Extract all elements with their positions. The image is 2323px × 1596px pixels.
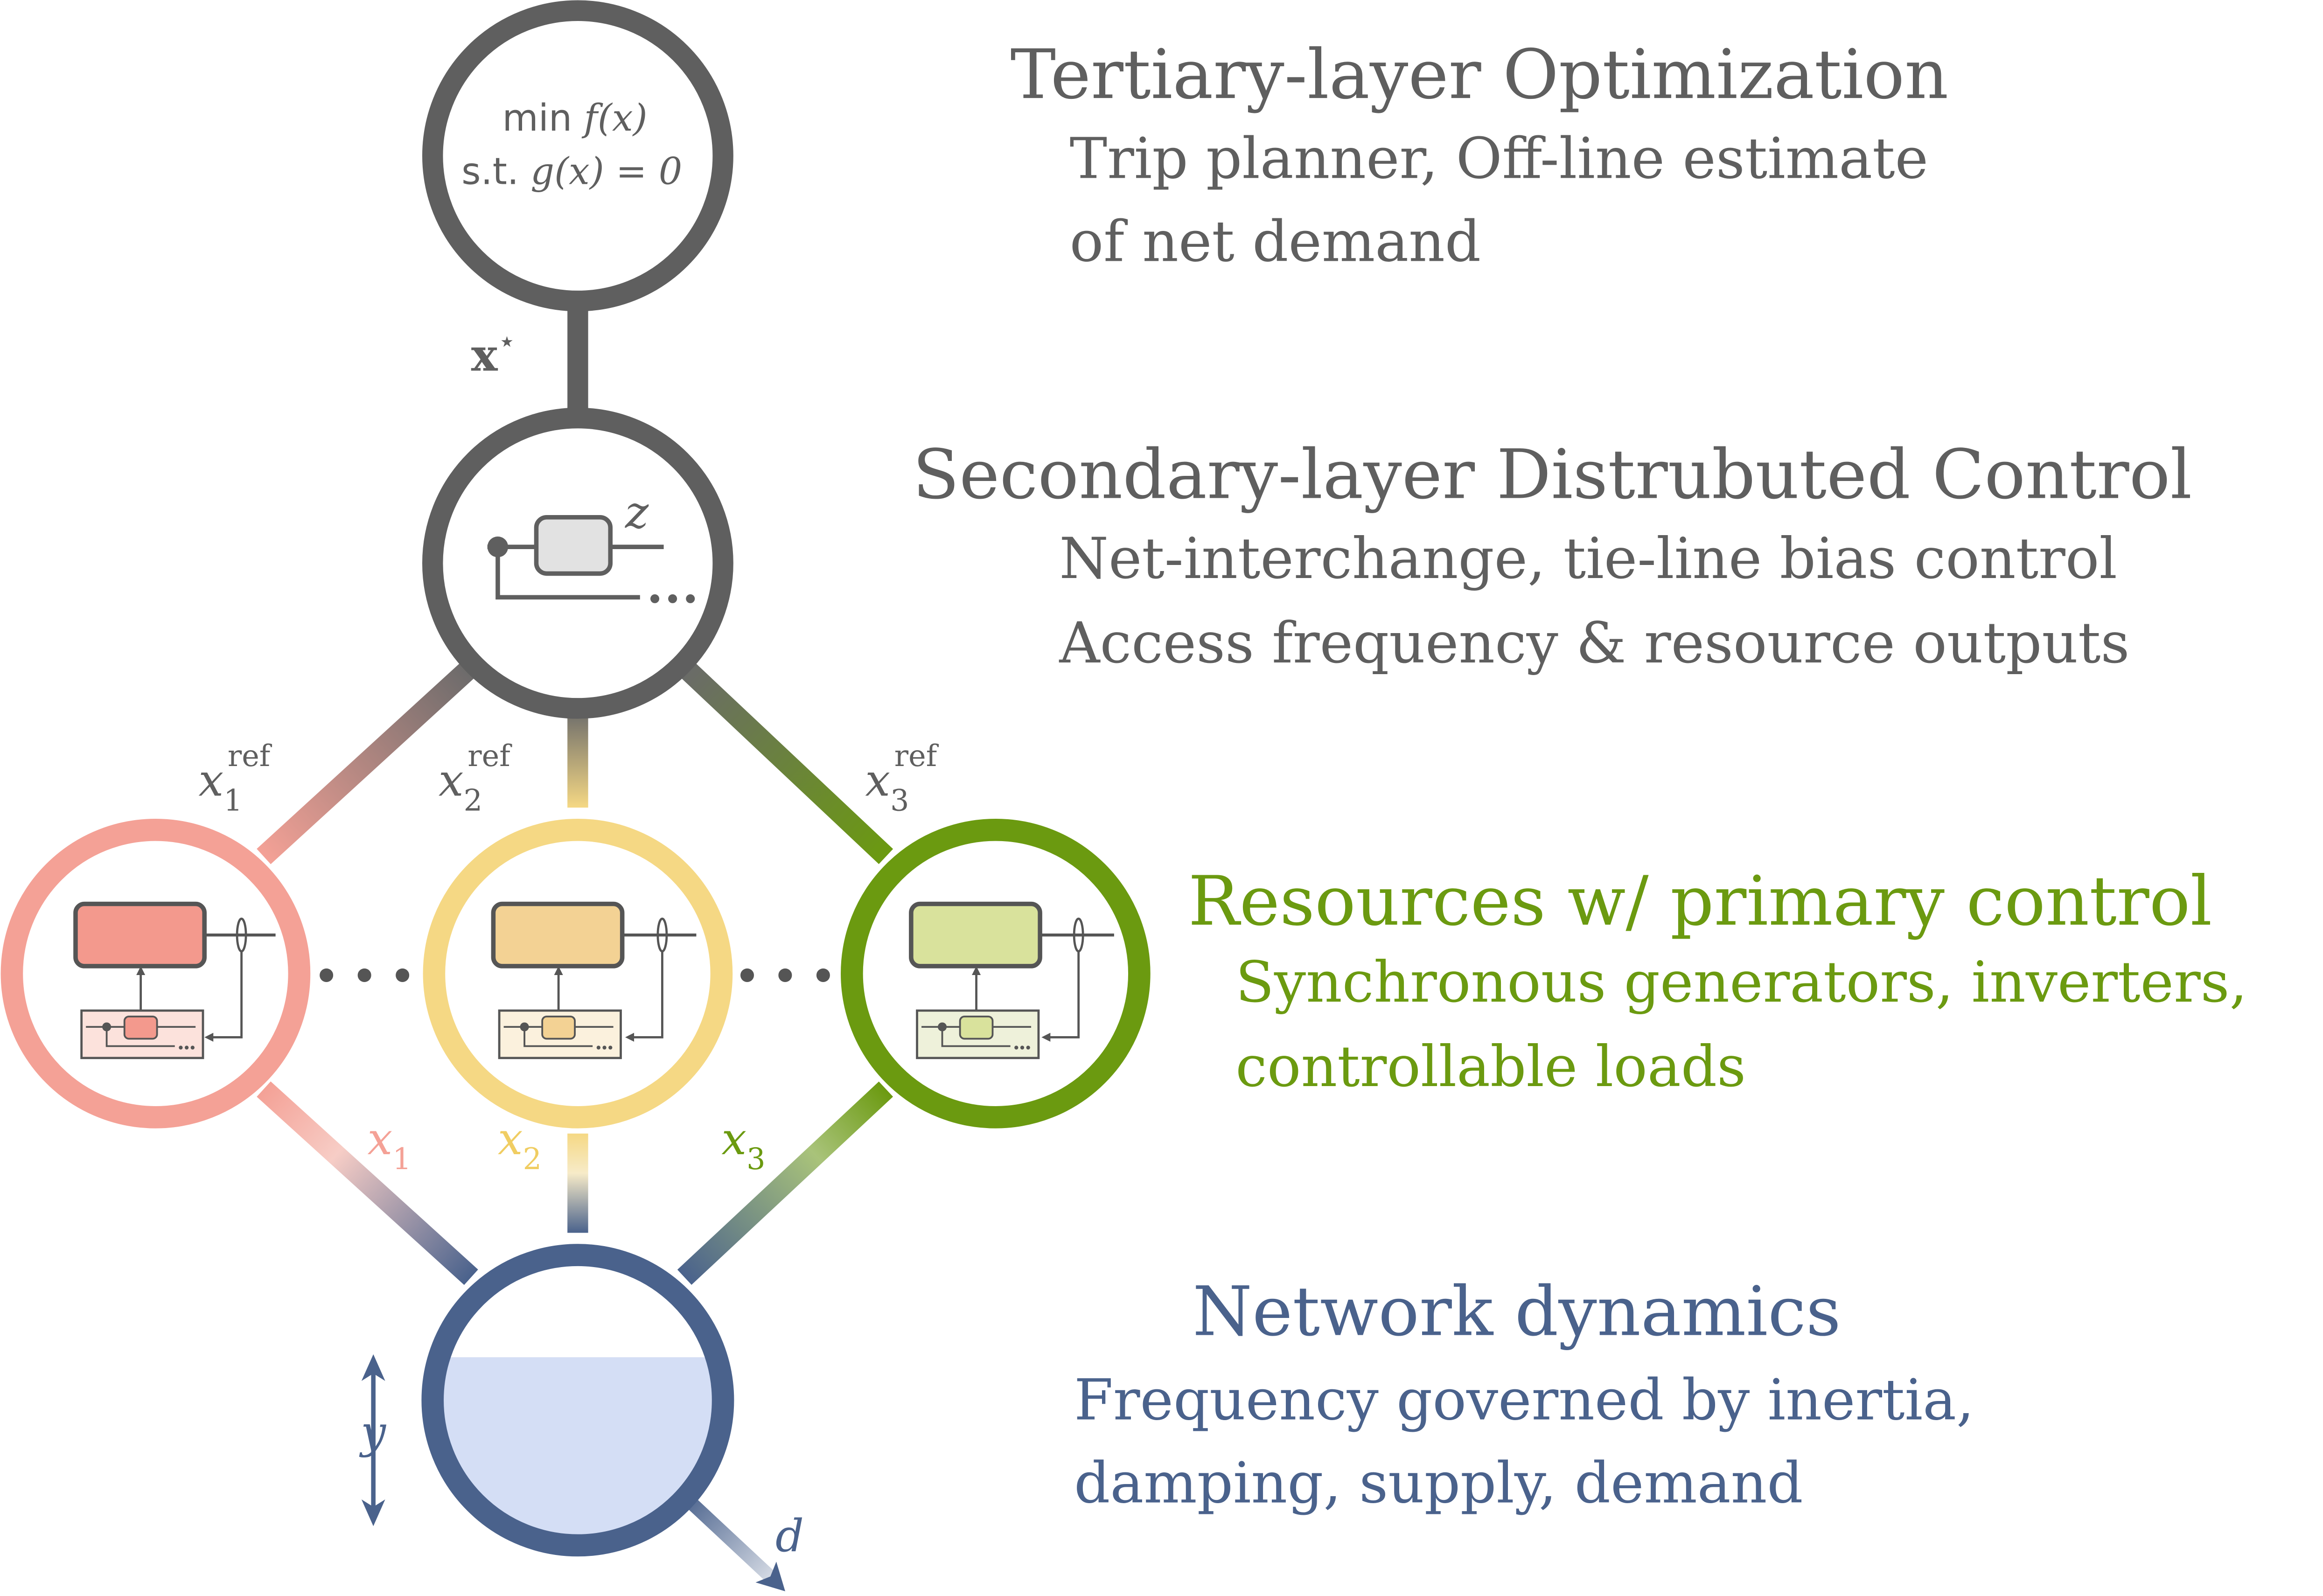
- network-description: Network dynamics Frequency governed by i…: [1074, 1272, 1974, 1516]
- network-line-2: damping, supply, demand: [1074, 1450, 1803, 1516]
- state-z-label: z: [625, 487, 649, 538]
- x2-label: x2: [498, 1114, 542, 1176]
- network-title: Network dynamics: [1193, 1272, 1841, 1352]
- tertiary-line-1: Trip planner, Off-line estimate: [1070, 126, 1928, 192]
- d-label: d: [775, 1511, 804, 1562]
- d-arrow: [680, 1491, 785, 1591]
- x2-ref-label: x2ref: [439, 739, 512, 817]
- secondary-node: z: [422, 407, 733, 719]
- objective-function: f(x): [581, 96, 647, 139]
- edge-secondary-resource3: [677, 659, 893, 864]
- edge-secondary-resource1: [257, 659, 478, 864]
- x1-label: x1: [367, 1114, 411, 1176]
- network-line-1: Frequency governed by inertia,: [1074, 1368, 1974, 1433]
- svg-text:min f(x): min f(x): [502, 96, 648, 139]
- constraint-function: g(x) = 0: [530, 149, 682, 193]
- secondary-line-2: Access frequency & resource outputs: [1059, 611, 2129, 676]
- y-arrow: [361, 1354, 385, 1526]
- resource-node-1: [0, 818, 311, 1129]
- tertiary-title: Tertiary-layer Optimization: [1011, 35, 1949, 114]
- secondary-title: Secondary-layer Distrubuted Control: [913, 435, 2192, 514]
- primary-description: Resources w/ primary control Synchronous…: [1188, 862, 2247, 1100]
- tertiary-description: Tertiary-layer Optimization Trip planner…: [1011, 35, 1949, 274]
- resource-node-2: [423, 818, 733, 1129]
- network-node: [421, 1244, 734, 1557]
- edge-resource3-network: [677, 1081, 893, 1285]
- y-label: y: [359, 1407, 386, 1458]
- tertiary-node: min f(x) s.t. g(x) = 0: [422, 0, 733, 312]
- ellipsis-left: • • •: [314, 955, 415, 999]
- resource-node-3: [841, 818, 1151, 1129]
- ellipsis-right: • • •: [735, 955, 836, 999]
- primary-line-2: controllable loads: [1235, 1034, 1746, 1100]
- svg-text:s.t. g(x) = 0: s.t. g(x) = 0: [461, 149, 682, 193]
- x1-ref-label: x1ref: [199, 739, 272, 817]
- subject-to-label: s.t.: [461, 149, 530, 193]
- tertiary-line-2: of net demand: [1070, 209, 1481, 274]
- x-star-label: x⋆: [471, 324, 516, 381]
- min-label: min: [502, 96, 584, 139]
- edge-resource1-network: [257, 1081, 478, 1285]
- secondary-description: Secondary-layer Distrubuted Control Net-…: [913, 435, 2192, 676]
- x3-ref-label: x3ref: [865, 739, 939, 817]
- secondary-line-1: Net-interchange, tie-line bias control: [1059, 526, 2117, 592]
- x3-label: x3: [721, 1114, 765, 1176]
- controller-block: [534, 515, 613, 576]
- primary-title: Resources w/ primary control: [1188, 862, 2212, 941]
- primary-line-1: Synchronous generators, inverters,: [1235, 950, 2247, 1015]
